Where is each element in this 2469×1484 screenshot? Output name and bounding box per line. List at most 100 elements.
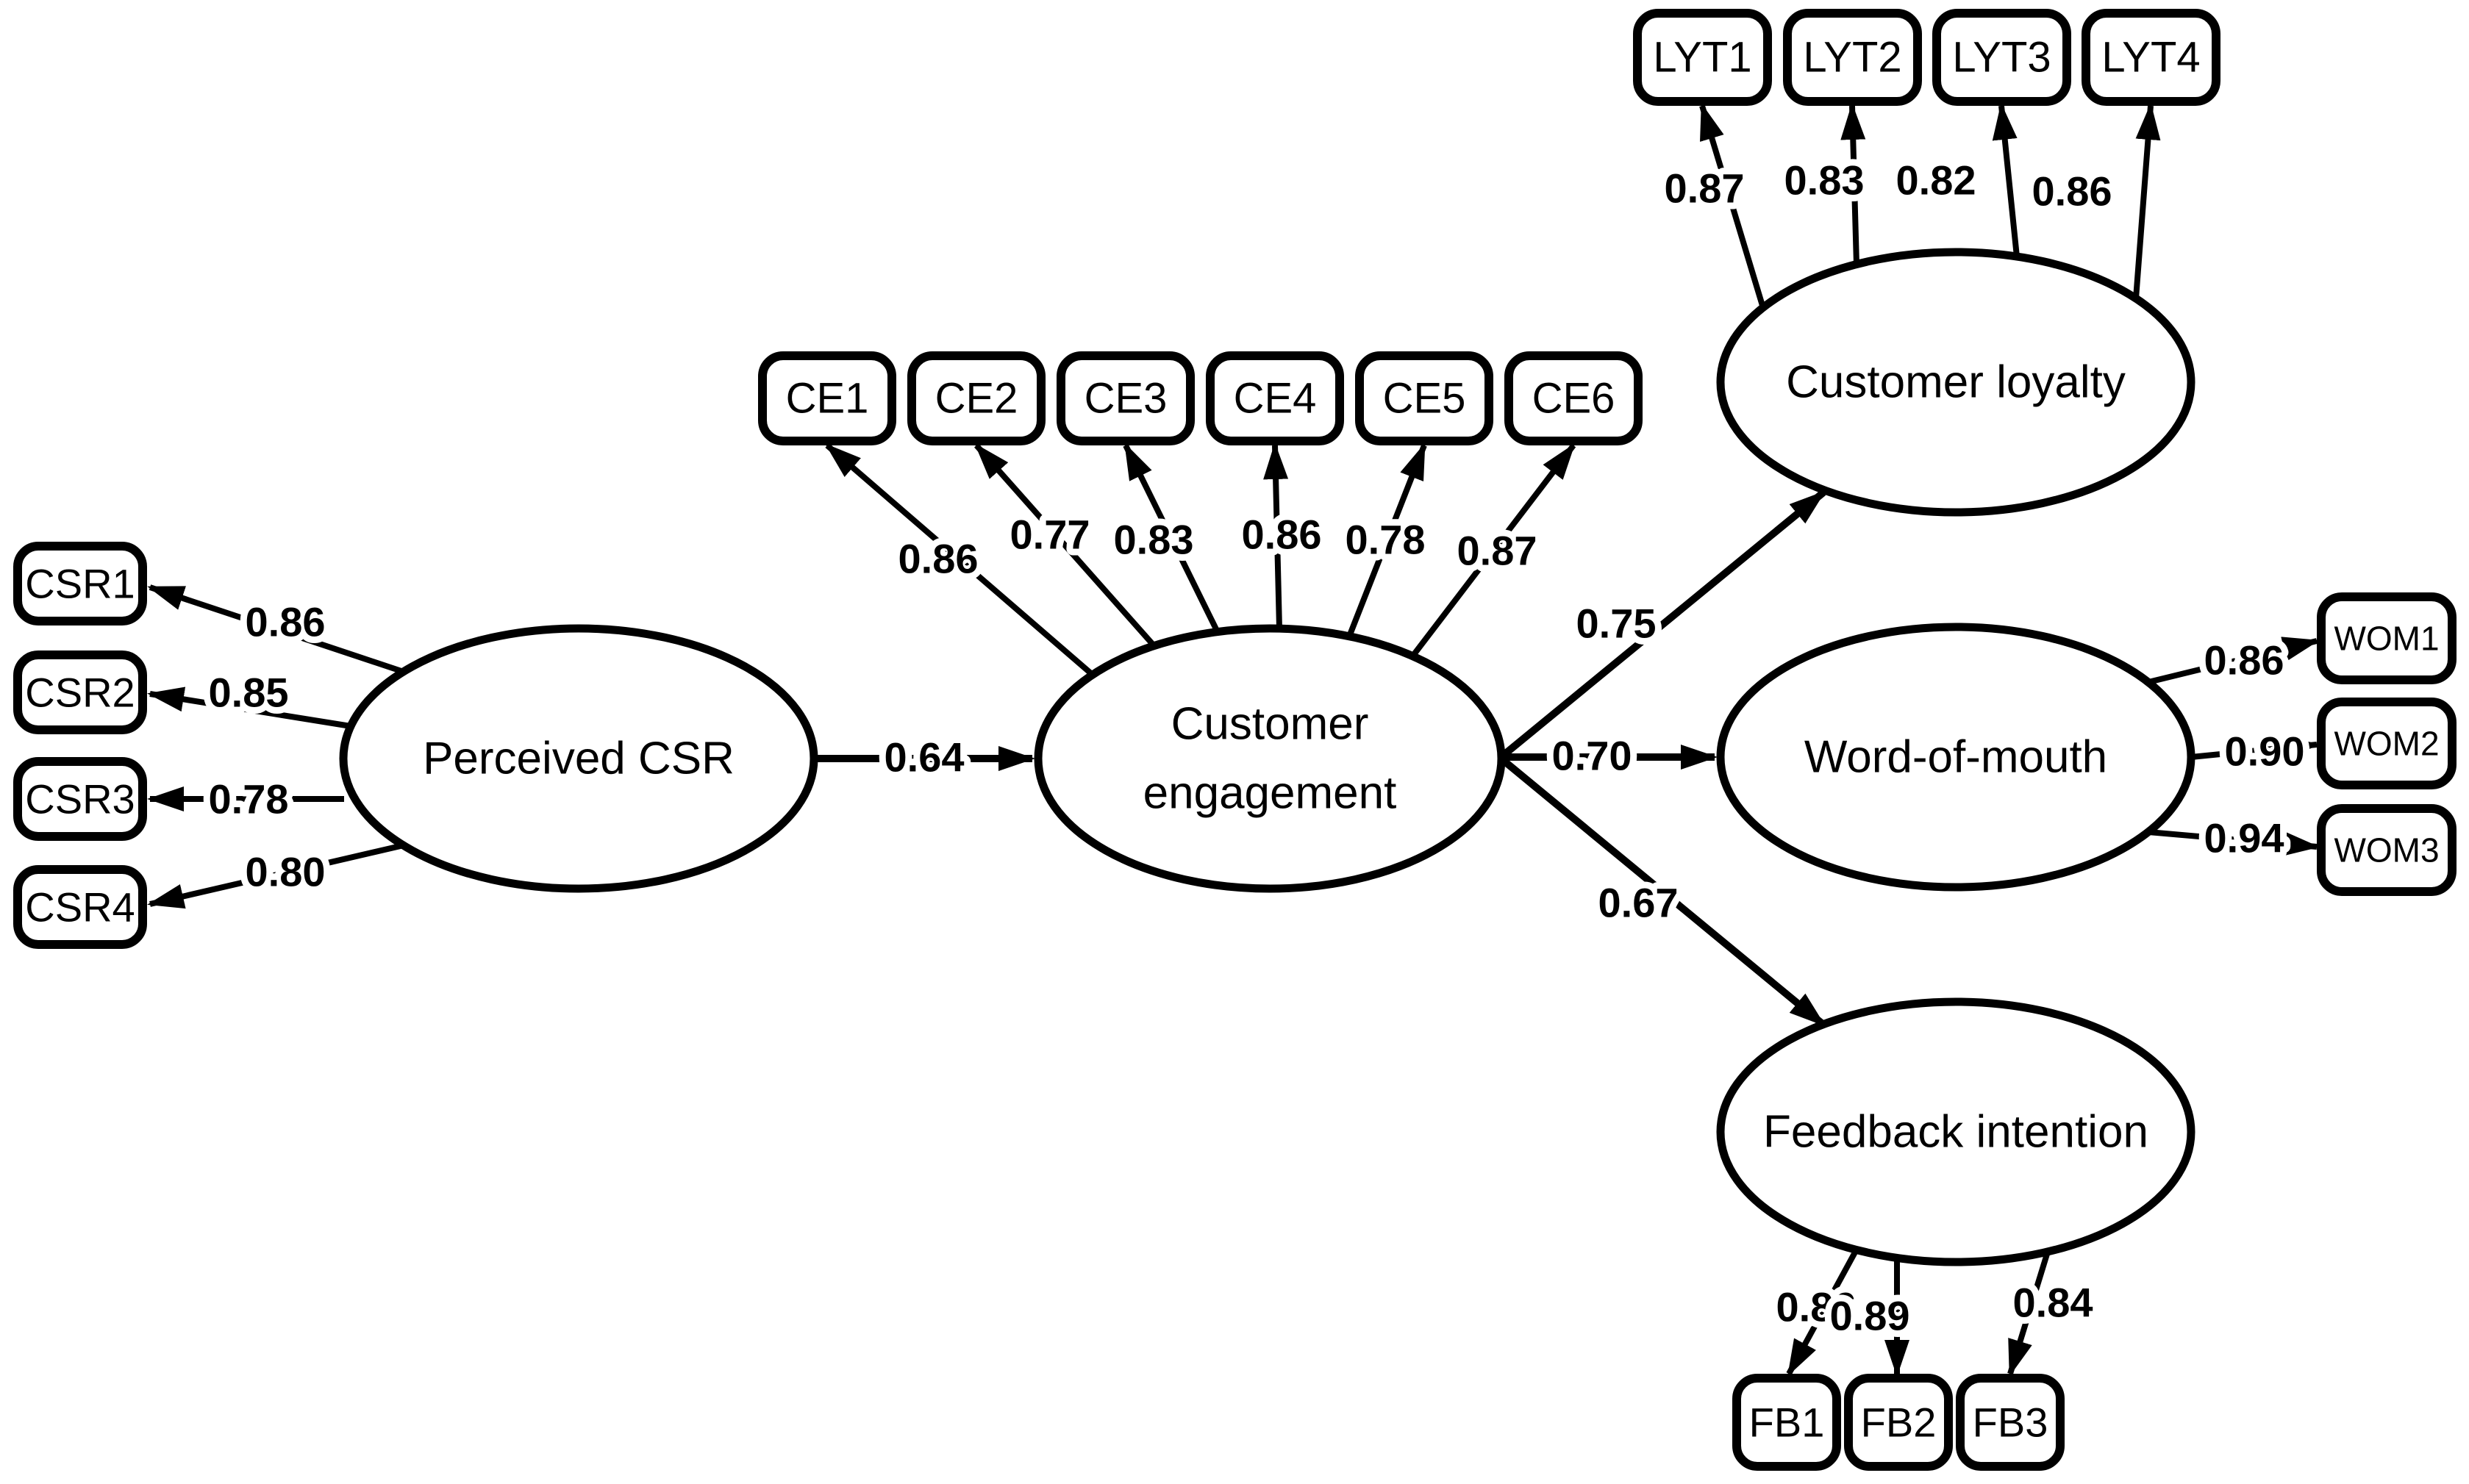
wom2-loading-value: 0.90: [2225, 728, 2305, 775]
indicator-csr1-label: CSR1: [25, 561, 135, 607]
latent-feedback-intention-ellipse: [1716, 997, 2195, 1266]
lyt3-loading-group: 0.82: [1890, 103, 2020, 257]
indicator-wom2-box: [2317, 698, 2457, 789]
latent-perceived-csr-label: Perceived CSR: [423, 734, 735, 784]
indicator-ce3-box: [1057, 351, 1195, 445]
indicator-lyt1-label: LYT1: [1653, 34, 1751, 82]
wom3-loading-group: 0.94: [2148, 809, 2320, 868]
engagement-to-loyalty-group: 0.75: [1500, 490, 1826, 759]
indicator-lyt1-box: [1633, 9, 1772, 106]
indicator-fb1-box: [1732, 1374, 1841, 1471]
lyt3-loading-arrow: [1992, 103, 2020, 257]
indicator-ce1: CE1: [758, 351, 896, 445]
latent-word-of-mouth-label: Word-of-mouth: [1804, 732, 2107, 783]
engagement-to-feedback-arrow: [1500, 757, 1826, 1028]
indicator-csr1-box: [13, 542, 147, 625]
indicator-lyt2-box: [1783, 9, 1922, 106]
indicator-ce1-box: [758, 351, 896, 445]
indicator-lyt4: LYT4: [2082, 9, 2220, 106]
indicator-ce5: CE5: [1355, 351, 1493, 445]
indicator-csr4-label: CSR4: [25, 884, 135, 931]
indicator-ce3: CE3: [1057, 351, 1195, 445]
latent-feedback-intention-label: Feedback intention: [1763, 1107, 2148, 1158]
ce6-loading-value: 0.87: [1457, 528, 1537, 574]
latent-perceived-csr: Perceived CSR: [339, 624, 818, 893]
indicator-wom2: WOM2: [2317, 698, 2457, 789]
ce6-loading-group: 0.87: [1409, 442, 1576, 659]
ce4-loading-group: 0.86: [1235, 442, 1329, 629]
lyt4-loading-arrow: [2133, 103, 2161, 299]
wom1-loading-group: 0.86: [2148, 631, 2320, 690]
indicator-fb3: FB3: [1956, 1374, 2065, 1471]
indicator-csr4-box: [13, 865, 147, 949]
fb3-loading-group: 0.84: [2007, 1250, 2100, 1377]
ce4-loading-value: 0.86: [1242, 512, 1322, 558]
latent-customer-loyalty-ellipse: [1716, 248, 2195, 517]
latent-feedback-intention: Feedback intention: [1716, 997, 2195, 1266]
indicator-csr1: CSR1: [13, 542, 147, 625]
indicator-fb2-box: [1844, 1374, 1953, 1471]
ce5-loading-arrow: [1346, 442, 1427, 638]
indicator-lyt2: LYT2: [1783, 9, 1922, 106]
lyt1-loading-group: 0.87: [1658, 103, 1766, 309]
ce5-loading-group: 0.78: [1339, 442, 1432, 638]
indicator-fb1-label: FB1: [1749, 1399, 1825, 1446]
fb2-loading-group: 0.89: [1823, 1258, 1917, 1377]
indicator-wom1-label: WOM1: [2334, 620, 2439, 658]
latent-customer-engagement-label: Customer: [1171, 699, 1369, 750]
engagement-to-loyalty-value: 0.75: [1576, 601, 1657, 647]
indicator-ce6-label: CE6: [1532, 375, 1615, 423]
csr1-loading-group: 0.86: [147, 584, 405, 675]
indicator-wom1: WOM1: [2317, 592, 2457, 684]
indicator-csr2-label: CSR2: [25, 670, 135, 716]
indicator-wom1-box: [2317, 592, 2457, 684]
indicator-csr3-box: [13, 757, 147, 841]
engagement-to-wom-value: 0.70: [1552, 733, 1632, 779]
lyt2-loading-group: 0.83: [1778, 103, 1871, 265]
csr3-loading-value: 0.78: [209, 776, 289, 822]
indicator-csr2-box: [13, 650, 147, 734]
csr-to-engagement-value: 0.64: [885, 734, 965, 781]
lyt2-loading-arrow: [1840, 103, 1866, 265]
lyt2-loading-value: 0.83: [1784, 157, 1865, 204]
indicator-lyt3-box: [1932, 9, 2071, 106]
csr3-loading-group: 0.78: [147, 770, 344, 829]
indicator-fb2: FB2: [1844, 1374, 1953, 1471]
ce3-loading-group: 0.83: [1107, 442, 1221, 634]
engagement-to-wom-group: 0.70: [1503, 726, 1718, 786]
indicator-ce5-box: [1355, 351, 1493, 445]
indicator-lyt2-label: LYT2: [1803, 34, 1901, 82]
csr4-loading-arrow: [147, 842, 404, 909]
indicator-ce6-box: [1504, 351, 1643, 445]
indicator-lyt3-label: LYT3: [1952, 34, 2051, 82]
latent-customer-loyalty-label: Customer loyalty: [1786, 357, 2126, 408]
indicator-wom3: WOM3: [2317, 804, 2457, 896]
indicator-ce2: CE2: [907, 351, 1046, 445]
indicator-csr2: CSR2: [13, 650, 147, 734]
lyt4-loading-value: 0.86: [2032, 168, 2112, 215]
ce5-loading-value: 0.78: [1346, 517, 1426, 563]
indicator-ce4-label: CE4: [1234, 375, 1317, 423]
indicator-lyt4-label: LYT4: [2101, 34, 2200, 82]
wom1-loading-arrow: [2148, 637, 2320, 685]
indicator-ce6: CE6: [1504, 351, 1643, 445]
indicator-ce1-label: CE1: [786, 375, 869, 423]
lyt1-loading-value: 0.87: [1665, 165, 1745, 212]
wom1-loading-value: 0.86: [2204, 637, 2284, 684]
wom2-loading-arrow: [2190, 735, 2320, 761]
indicator-lyt3: LYT3: [1932, 9, 2071, 106]
indicator-ce3-label: CE3: [1085, 375, 1168, 423]
indicator-fb1: FB1: [1732, 1374, 1841, 1471]
ce6-loading-arrow: [1409, 442, 1576, 659]
indicator-fb3-box: [1956, 1374, 2065, 1471]
indicator-ce5-label: CE5: [1383, 375, 1466, 423]
engagement-to-feedback-value: 0.67: [1598, 880, 1679, 926]
csr-to-engagement-group: 0.64: [814, 728, 1035, 787]
indicator-ce4-box: [1206, 351, 1344, 445]
ce3-loading-value: 0.83: [1114, 517, 1194, 563]
fb3-loading-value: 0.84: [2013, 1280, 2093, 1326]
engagement-to-loyalty-arrow: [1500, 490, 1826, 759]
fb1-loading-value: 0.86: [1776, 1284, 1857, 1330]
csr4-loading-value: 0.80: [246, 849, 326, 895]
